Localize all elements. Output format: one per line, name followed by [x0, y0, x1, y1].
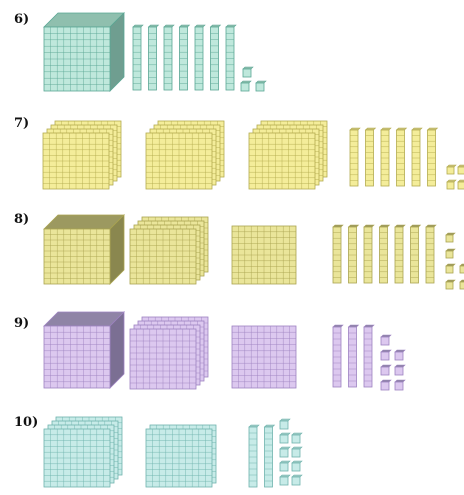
unit-cube [446, 264, 455, 273]
unit-cube [460, 280, 464, 289]
unit-cube [280, 419, 290, 429]
hundreds-flat-stack [130, 217, 208, 284]
unit-cube [446, 249, 455, 258]
rod [265, 425, 275, 487]
unit-cube [241, 81, 251, 91]
ones-cubes [241, 67, 266, 91]
thousand-cube [44, 312, 124, 388]
tens-rods [333, 225, 436, 283]
thousand-cube [44, 215, 124, 284]
unit-cube [447, 180, 456, 189]
unit-cube [458, 180, 464, 189]
rod [412, 128, 422, 186]
hundreds-flat-stack-1 [44, 417, 122, 487]
unit-cube [395, 365, 405, 375]
rod [180, 25, 190, 90]
unit-cube [395, 350, 405, 360]
tens-rods [333, 325, 374, 387]
hundreds-flat-stack [130, 317, 208, 389]
rod [397, 128, 407, 186]
rod [395, 225, 405, 283]
unit-cube [395, 380, 405, 390]
rod [164, 25, 174, 90]
rod [149, 25, 159, 90]
rod [364, 225, 374, 283]
ones-cubes [447, 165, 464, 189]
ones-cubes [446, 233, 464, 289]
unit-cube [460, 264, 464, 273]
thousand-cube [44, 13, 124, 91]
rod [211, 25, 221, 90]
rod [349, 225, 359, 283]
rod [428, 128, 438, 186]
unit-cube [292, 461, 302, 471]
rod [364, 325, 374, 387]
hundreds-flat-stack-2 [146, 425, 216, 487]
unit-cube [280, 475, 290, 485]
hundred-flat [232, 326, 296, 388]
tens-rods [350, 128, 438, 186]
unit-cube [447, 165, 456, 174]
rod [349, 325, 359, 387]
rod [380, 225, 390, 283]
rod [426, 225, 436, 283]
unit-cube [381, 365, 391, 375]
unit-cube [292, 475, 302, 485]
rod [350, 128, 360, 186]
hundred-flat [232, 226, 296, 284]
rod [381, 128, 391, 186]
unit-cube [280, 447, 290, 457]
unit-cube [381, 350, 391, 360]
unit-cube [458, 165, 464, 174]
rod [411, 225, 421, 283]
ones-cubes [280, 419, 302, 485]
unit-cube [381, 335, 391, 345]
rod [226, 25, 236, 90]
ones-cubes [381, 335, 405, 390]
hundreds-flat-stack-2 [146, 121, 224, 189]
hundreds-flat-stack-3 [249, 121, 327, 189]
tens-rods [249, 425, 275, 487]
rod [333, 325, 343, 387]
rod [333, 225, 343, 283]
unit-cube [280, 433, 290, 443]
unit-cube [446, 280, 455, 289]
hundreds-flat-stack-1 [43, 121, 121, 189]
tens-rods [133, 25, 236, 90]
unit-cube [446, 233, 455, 242]
rod [133, 25, 143, 90]
unit-cube [381, 380, 391, 390]
unit-cube [292, 433, 302, 443]
unit-cube [243, 67, 253, 77]
rod [249, 425, 259, 487]
unit-cube [280, 461, 290, 471]
unit-cube [256, 81, 266, 91]
unit-cube [292, 447, 302, 457]
rod [366, 128, 376, 186]
rod [195, 25, 205, 90]
